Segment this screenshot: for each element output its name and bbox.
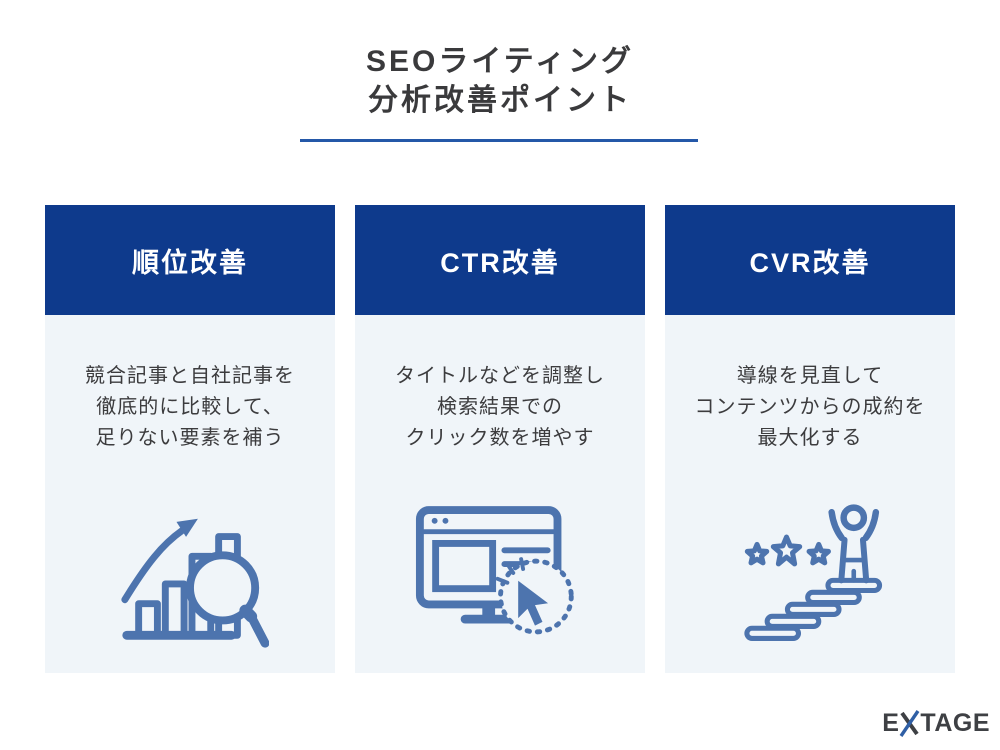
card-ranking-description: 競合記事と自社記事を 徹底的に比較して、 足りない要素を補う <box>85 365 295 449</box>
card-ctr-header: CTR改善 <box>355 205 645 315</box>
card-ctr-improvement: CTR改善 タイトルなどを調整し 検索結果での クリック数を増やす <box>355 205 645 673</box>
logo-text-post: TAGE <box>920 709 990 737</box>
page-title-line1: SEOライティング <box>366 45 634 78</box>
stairs-success-person-icon <box>734 498 886 648</box>
page-title: SEOライティング 分析改善ポイント <box>0 42 1000 120</box>
card-ctr-description: タイトルなどを調整し 検索結果での クリック数を増やす <box>395 365 605 449</box>
card-cvr-description: 導線を見直して コンテンツからの成約を 最大化する <box>694 365 926 449</box>
logo-x-mark-icon <box>900 710 920 737</box>
card-ctr-body: タイトルなどを調整し 検索結果での クリック数を増やす <box>355 315 645 673</box>
card-ranking-improvement: 順位改善 競合記事と自社記事を 徹底的に比較して、 足りない要素を補う <box>45 205 335 673</box>
logo-text-pre: E <box>882 709 900 737</box>
browser-click-cursor-icon <box>414 498 586 640</box>
page-title-line2: 分析改善ポイント <box>368 84 632 117</box>
title-underline <box>300 139 698 142</box>
card-cvr-improvement: CVR改善 導線を見直して コンテンツからの成約を 最大化する <box>665 205 955 673</box>
card-cvr-header: CVR改善 <box>665 205 955 315</box>
card-cvr-body: 導線を見直して コンテンツからの成約を 最大化する <box>665 315 955 673</box>
card-ranking-body: 競合記事と自社記事を 徹底的に比較して、 足りない要素を補う <box>45 315 335 673</box>
extage-logo: E TAGE <box>882 709 990 738</box>
bar-chart-magnifier-icon <box>111 498 270 658</box>
cards-row: 順位改善 競合記事と自社記事を 徹底的に比較して、 足りない要素を補う <box>45 205 955 673</box>
card-ranking-header: 順位改善 <box>45 205 335 315</box>
